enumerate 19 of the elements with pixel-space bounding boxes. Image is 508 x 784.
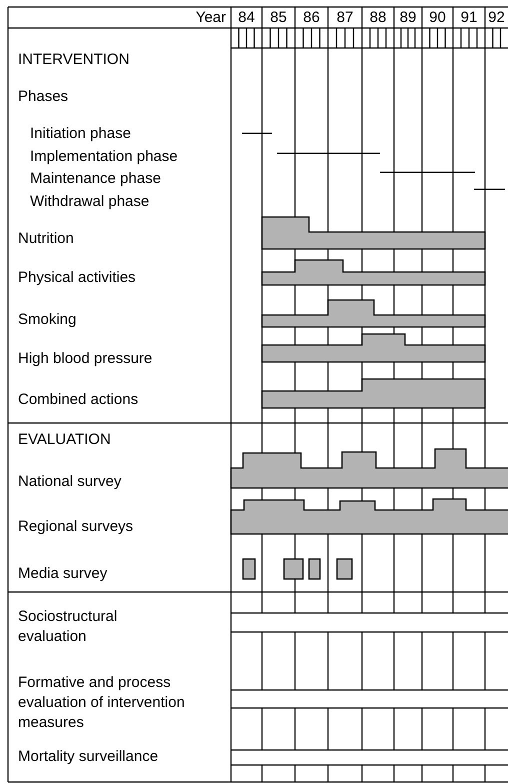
section-heading: EVALUATION xyxy=(18,430,112,450)
axis-label: Year xyxy=(194,8,226,28)
row-label: Nutrition xyxy=(18,229,75,249)
row-label: Implementation phase xyxy=(30,147,179,167)
row-label: Maintenance phase xyxy=(30,169,162,189)
section-heading: INTERVENTION xyxy=(18,50,130,70)
row-label: Initiation phase xyxy=(30,124,132,144)
row-label: High blood pressure xyxy=(18,349,154,369)
row-label: Regional surveys xyxy=(18,517,134,537)
row-label: Withdrawal phase xyxy=(30,192,150,212)
row-label: National survey xyxy=(18,472,122,492)
row-label: Mortality surveillance xyxy=(18,747,160,767)
row-label: Media survey xyxy=(18,564,108,584)
row-label: Smoking xyxy=(18,310,78,330)
row-label: Combined actions xyxy=(18,390,140,410)
row-label: Phases xyxy=(18,87,70,107)
row-label: Sociostructural evaluation xyxy=(18,607,118,647)
row-label: Physical activities xyxy=(18,268,137,288)
row-label: Formative and process evaluation of intervention measures xyxy=(18,673,186,733)
